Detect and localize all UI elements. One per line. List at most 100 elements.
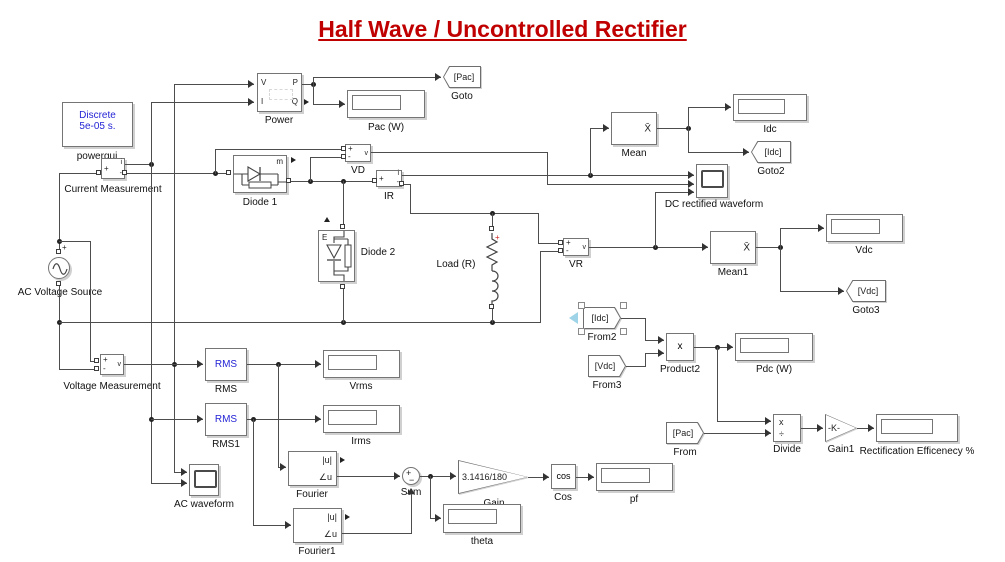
wire[interactable] <box>247 419 321 420</box>
wire[interactable] <box>343 289 344 323</box>
display-vrms[interactable] <box>323 350 400 378</box>
display-theta[interactable] <box>443 504 521 533</box>
wire[interactable] <box>310 157 343 158</box>
wire[interactable] <box>801 428 823 429</box>
block-fourier1[interactable]: |u| ∠u <box>293 508 342 543</box>
wire[interactable] <box>313 104 345 105</box>
wire[interactable] <box>547 152 548 185</box>
goto-tag-idc[interactable]: [Idc] <box>751 141 791 163</box>
wire[interactable] <box>371 152 548 153</box>
from-tag-vdc[interactable]: [Vdc] <box>588 355 626 377</box>
wire[interactable] <box>688 152 749 153</box>
wire[interactable] <box>655 192 656 248</box>
wire[interactable] <box>313 84 314 105</box>
wire[interactable] <box>657 128 689 129</box>
connection-port[interactable] <box>96 170 101 175</box>
connection-port[interactable] <box>399 181 404 186</box>
load-rl-icon[interactable] <box>484 233 500 309</box>
wire[interactable] <box>337 476 400 477</box>
wire[interactable] <box>645 353 664 354</box>
block-vr[interactable]: + - v <box>563 238 589 256</box>
block-ac-voltage-source[interactable] <box>48 257 70 279</box>
wire[interactable] <box>59 322 541 323</box>
wire[interactable] <box>278 364 279 468</box>
wire[interactable] <box>590 128 609 129</box>
wire[interactable] <box>151 483 187 484</box>
block-diode2[interactable]: E <box>318 230 355 282</box>
block-powergui[interactable]: Discrete 5e-05 s. <box>62 102 133 147</box>
wire[interactable] <box>576 477 594 478</box>
wire[interactable] <box>247 364 321 365</box>
block-rms1[interactable]: RMS <box>205 403 247 436</box>
wire[interactable] <box>645 340 664 341</box>
wire[interactable] <box>124 364 203 365</box>
wire[interactable] <box>342 533 412 534</box>
wire[interactable] <box>717 347 718 422</box>
wire[interactable] <box>313 77 441 78</box>
from-tag-idc[interactable]: [Idc] <box>583 307 621 329</box>
wire[interactable] <box>151 419 203 420</box>
connection-port[interactable] <box>489 226 494 231</box>
block-mean1[interactable]: X̄ <box>710 231 756 264</box>
goto-tag-pac[interactable]: [Pac] <box>443 66 481 88</box>
wire[interactable] <box>125 164 152 165</box>
wire[interactable] <box>420 476 456 477</box>
display-pdc[interactable] <box>735 333 813 361</box>
goto-tag-vdc[interactable]: [Vdc] <box>846 280 886 302</box>
block-product2[interactable]: x <box>666 333 694 361</box>
connection-port[interactable] <box>226 170 231 175</box>
wire[interactable] <box>59 173 100 174</box>
connection-port[interactable] <box>94 366 99 371</box>
wire[interactable] <box>253 525 291 526</box>
wire[interactable] <box>302 84 314 85</box>
wire[interactable] <box>402 184 411 185</box>
connection-port[interactable] <box>286 178 291 183</box>
wire[interactable] <box>215 149 344 150</box>
wire[interactable] <box>343 181 344 226</box>
wire[interactable] <box>590 128 591 176</box>
selection-handle[interactable] <box>578 302 585 309</box>
connection-port[interactable] <box>372 178 377 183</box>
connection-port[interactable] <box>94 358 99 363</box>
wire[interactable] <box>645 353 646 367</box>
wire[interactable] <box>540 251 562 252</box>
wire[interactable] <box>780 228 781 248</box>
block-sum[interactable]: + − <box>402 467 420 485</box>
wire[interactable] <box>780 228 824 229</box>
scope-ac-waveform[interactable] <box>189 464 219 496</box>
wire[interactable] <box>688 128 689 153</box>
wire[interactable] <box>780 291 844 292</box>
connection-port[interactable] <box>341 146 346 151</box>
connection-port[interactable] <box>558 240 563 245</box>
wire[interactable] <box>125 173 230 174</box>
connection-port[interactable] <box>56 249 61 254</box>
wire[interactable] <box>410 184 411 214</box>
wire[interactable] <box>411 489 412 534</box>
wire[interactable] <box>589 247 708 248</box>
display-pf[interactable] <box>596 463 673 491</box>
block-gain[interactable]: 3.1416/180 <box>458 460 528 494</box>
wire[interactable] <box>174 84 175 473</box>
wire[interactable] <box>645 318 646 341</box>
wire[interactable] <box>717 421 771 422</box>
display-vdc[interactable] <box>826 214 903 242</box>
selection-handle[interactable] <box>620 302 627 309</box>
wire[interactable] <box>310 157 311 182</box>
block-vd[interactable]: + - v <box>345 144 371 162</box>
wire[interactable] <box>538 213 539 244</box>
wire[interactable] <box>621 318 646 319</box>
wire[interactable] <box>626 366 646 367</box>
wire[interactable] <box>430 476 431 519</box>
block-gain1[interactable]: -K- <box>825 414 857 442</box>
wire[interactable] <box>694 347 733 348</box>
wire[interactable] <box>253 419 254 526</box>
wire[interactable] <box>151 102 254 103</box>
wire[interactable] <box>538 243 561 244</box>
wire[interactable] <box>151 102 152 484</box>
block-divide[interactable]: x ÷ <box>773 414 801 442</box>
block-voltage-measurement[interactable]: + - v <box>100 354 124 375</box>
wire[interactable] <box>756 247 781 248</box>
wire[interactable] <box>59 173 60 253</box>
wire[interactable] <box>547 184 694 185</box>
wire[interactable] <box>59 241 91 242</box>
